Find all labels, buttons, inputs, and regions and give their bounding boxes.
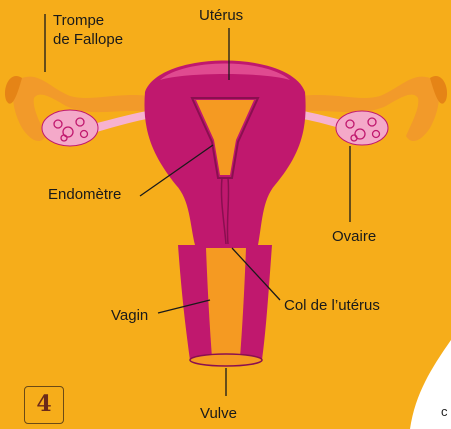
vulva-opening [190,354,262,366]
label-col: Col de l’utérus [284,297,380,315]
vagina-canal [206,248,246,358]
label-trompe-line1: Trompe [53,12,104,30]
label-endometre: Endomètre [48,186,121,204]
label-vulve: Vulve [200,405,237,423]
label-trompe-line2: de Fallope [53,31,123,49]
label-ovaire: Ovaire [332,228,376,246]
label-vagin: Vagin [111,307,148,325]
page-number-badge: 4 [24,386,64,424]
right-ovary [336,111,388,145]
edge-letter: c [441,404,448,419]
label-uterus: Utérus [199,7,243,25]
